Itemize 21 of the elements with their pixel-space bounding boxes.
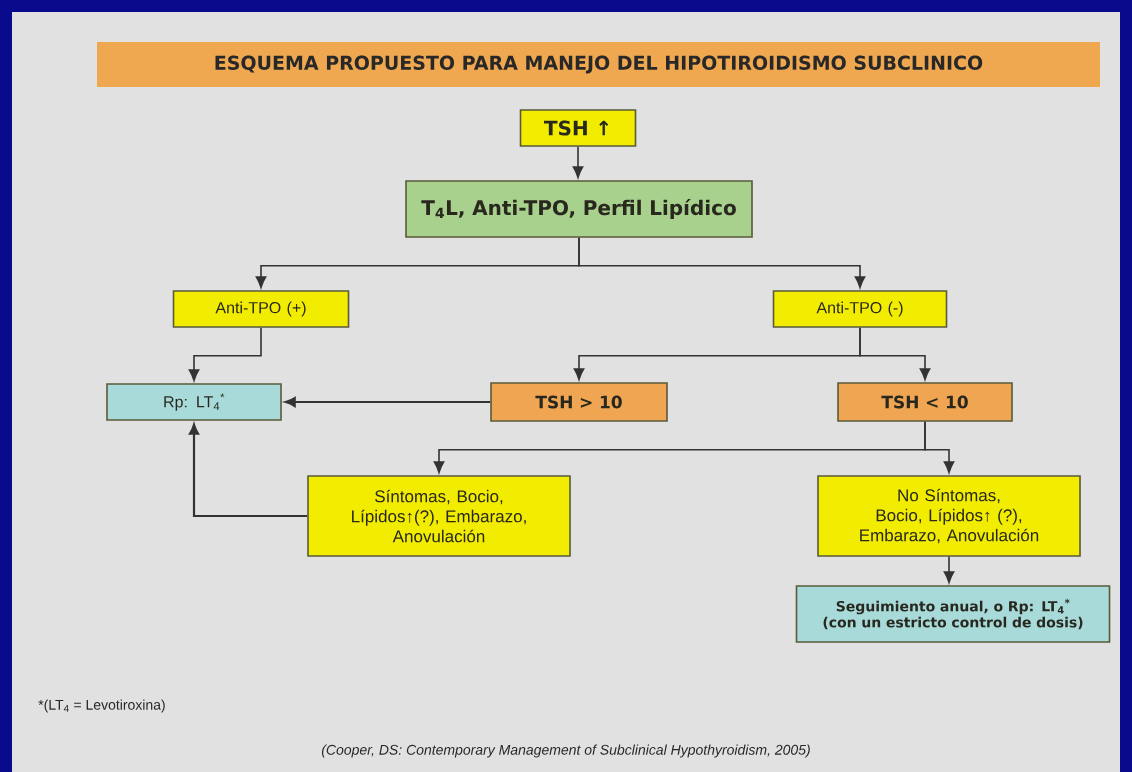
process-box: Anti-TPO (-) — [772, 290, 948, 328]
process-box: Síntomas, Bocio, Lípidos↑(?), Embarazo, Anovulación — [307, 475, 571, 557]
arrow — [188, 423, 308, 518]
arrow — [572, 146, 584, 179]
arrow — [188, 327, 262, 382]
process-box: TSH > 10 — [490, 382, 668, 422]
title-banner: ESQUEMA PROPUESTO PARA MANEJO DEL HIPOTIROIDISMO SUBCLINICO — [97, 42, 1100, 87]
process-box: Seguimiento anual, o Rp: LT$_{4}$* (con un estricto control de dosis) — [795, 585, 1111, 643]
arrow — [284, 396, 491, 408]
arrow — [859, 327, 931, 381]
process-box: Rp: LT$_{4}$* — [106, 383, 282, 421]
process-box: No Síntomas, Bocio, Lípidos↑ (?), Embarazo, Anovulación — [817, 475, 1081, 557]
process-box: TSH < 10 — [837, 382, 1013, 422]
arrow — [578, 237, 866, 289]
process-box: T$_{4}$L, Anti-TPO, Perfil Lipídico — [405, 180, 753, 238]
process-box: Anti-TPO (+) — [172, 290, 350, 328]
citation: (Cooper, DS: Contemporary Management of Subclinical Hypothyroidism, 2005) — [321, 744, 810, 758]
arrow — [943, 556, 955, 584]
footnote: *(LT$_{4}$ = Levotiroxina) — [38, 699, 165, 713]
process-box: TSH ↑ — [519, 109, 637, 147]
arrow — [924, 421, 955, 474]
